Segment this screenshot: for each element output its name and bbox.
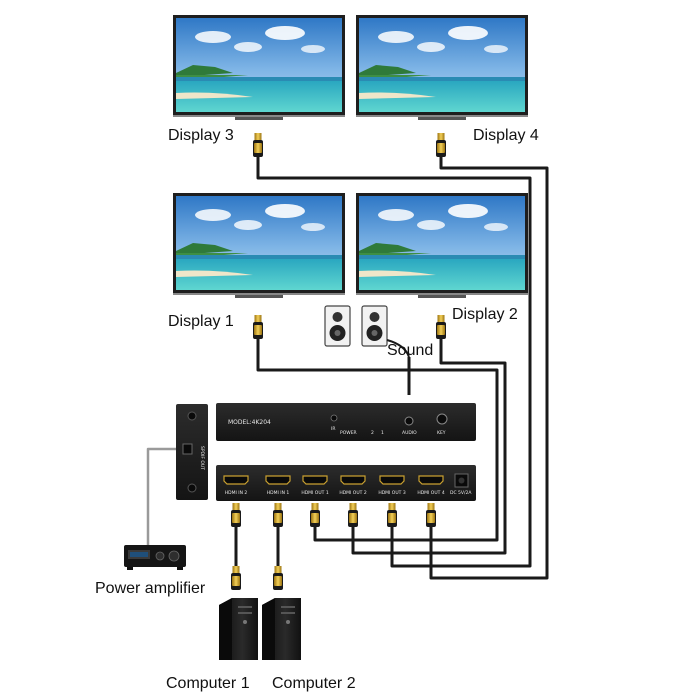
label-computer-1: Computer 1 (166, 675, 250, 692)
hdmi-port-3: HDMI OUT 1 (301, 475, 329, 496)
label-computer-2: Computer 2 (272, 675, 356, 692)
hdmi-connector-in-2 (231, 503, 241, 527)
hdmi-port-label: HDMI OUT 4 (417, 490, 445, 496)
front-label-power: POWER (340, 430, 357, 436)
power-amplifier-icon (124, 545, 186, 570)
spdif-label: SPDIF OUT (199, 446, 205, 470)
hdmi-port-label: HDMI OUT 3 (378, 490, 406, 496)
monitor-display-2 (356, 193, 528, 298)
cable-spdif (146, 447, 178, 545)
hdmi-port-1: HDMI IN 2 (223, 475, 249, 496)
hdmi-connector-display-1 (253, 315, 263, 339)
label-display-2: Display 2 (452, 306, 518, 323)
dc-label: DC 5V/2A (450, 490, 472, 496)
speakers-icon (324, 305, 410, 358)
label-sound: Sound (387, 342, 434, 359)
hdmi-port-label: HDMI OUT 1 (301, 490, 329, 496)
hdmi-connector-computer-2 (273, 566, 283, 590)
label-display-1: Display 1 (168, 313, 234, 330)
hdmi-port-4: HDMI OUT 2 (339, 475, 367, 496)
label-power-amplifier: Power amplifier (95, 580, 206, 597)
monitor-display-3 (173, 15, 345, 120)
cable-display-4 (429, 155, 549, 580)
cable-display-3 (256, 155, 532, 568)
hdmi-connector-display-4 (436, 133, 446, 157)
hdmi-connector-out-3 (387, 503, 397, 527)
computer-2-icon (262, 598, 301, 660)
hdmi-connector-in-1 (273, 503, 283, 527)
front-label-2: 2 (371, 430, 374, 436)
hdmi-connector-computer-1 (231, 566, 241, 590)
device-rear-panel: HDMI IN 2 HDMI IN 1 HDMI OUT 1 HDMI OUT 2 HD… (216, 465, 476, 501)
hdmi-connector-display-2 (436, 315, 446, 339)
hdmi-port-5: HDMI OUT 3 (378, 475, 406, 496)
audio-jack (404, 416, 414, 426)
hdmi-port-label: HDMI OUT 2 (339, 490, 367, 496)
device-front-panel: MODEL:4K204 IR POWER 2 1 AUDIO KEY (216, 403, 476, 441)
hdmi-port-label: HDMI IN 1 (267, 490, 290, 496)
device-model: MODEL:4K204 (228, 419, 271, 426)
label-display-3: Display 3 (168, 127, 234, 144)
hdmi-port-label: HDMI IN 2 (225, 490, 248, 496)
hdmi-connector-out-2 (348, 503, 358, 527)
spdif-port (182, 443, 193, 455)
monitor-display-1 (173, 193, 345, 298)
front-label-ir: IR (331, 426, 335, 432)
front-label-1: 1 (381, 430, 384, 436)
cable-display-2 (351, 338, 507, 555)
monitor-display-4 (356, 15, 528, 120)
hdmi-port-2: HDMI IN 1 (265, 475, 291, 496)
hdmi-connector-out-4 (426, 503, 436, 527)
computer-1-icon (219, 598, 258, 660)
hdmi-connector-display-3 (253, 133, 263, 157)
ir-sensor (330, 414, 338, 422)
device-side-panel: SPDIF OUT (176, 404, 208, 500)
cables (146, 155, 549, 580)
front-label-audio: AUDIO (402, 430, 417, 436)
cable-display-1 (256, 338, 499, 542)
hdmi-port-6: HDMI OUT 4 (417, 475, 445, 496)
label-display-4: Display 4 (473, 127, 539, 144)
hdmi-connector-out-1 (310, 503, 320, 527)
key-button (436, 413, 448, 425)
front-label-key: KEY (437, 430, 446, 436)
